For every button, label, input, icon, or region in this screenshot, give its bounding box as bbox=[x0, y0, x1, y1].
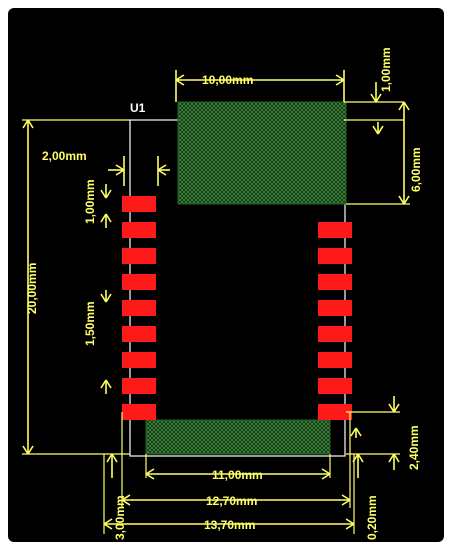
top-width-arrows bbox=[175, 74, 345, 86]
bottom-keepout-width-arrows bbox=[145, 468, 331, 480]
left-pad-6 bbox=[122, 326, 156, 342]
left-pad-2 bbox=[122, 222, 156, 238]
body-height-arrows bbox=[22, 119, 34, 455]
edge-offset-label: 2,00mm bbox=[42, 149, 87, 163]
pcb-footprint-view: U1 10,00mm 1,00mm 6,00mm 2,00mm bbox=[8, 8, 444, 542]
body-width-arrows bbox=[103, 518, 355, 530]
top-width-label: 10,00mm bbox=[202, 73, 253, 87]
keepout-top-marker-arrow bbox=[372, 125, 384, 135]
pitch-label: 1,50mm bbox=[83, 301, 97, 346]
top-offset-label: 1,00mm bbox=[379, 47, 393, 92]
left-pad-1 bbox=[122, 196, 156, 212]
pad-height-label: 1,00mm bbox=[83, 179, 97, 224]
right-pad-2 bbox=[318, 248, 352, 264]
bottom-margin-left-arrow bbox=[106, 453, 118, 463]
right-pad-5 bbox=[318, 326, 352, 342]
bottom-pad-arrows bbox=[388, 403, 400, 463]
left-pad-9 bbox=[122, 404, 156, 420]
right-pad-1 bbox=[318, 222, 352, 238]
bottom-margin-right-arrow bbox=[352, 453, 364, 463]
keepout-height-label: 6,00mm bbox=[409, 147, 423, 192]
right-pad-4 bbox=[318, 300, 352, 316]
left-pad-4 bbox=[122, 274, 156, 290]
pad-span-arrows bbox=[121, 494, 351, 506]
body-height-label: 20,00mm bbox=[25, 263, 39, 314]
right-pad-column bbox=[318, 222, 352, 420]
right-pad-3 bbox=[318, 274, 352, 290]
bottom-margin-left-label: 3,00mm bbox=[113, 495, 127, 540]
bottom-keepout-width-label: 11,00mm bbox=[212, 468, 263, 482]
bottom-margin-right-label: 0,20mm bbox=[365, 495, 379, 540]
pad-span-label: 12,70mm bbox=[206, 494, 257, 508]
left-pad-5 bbox=[122, 300, 156, 316]
body-width-label: 13,70mm bbox=[204, 518, 255, 532]
left-pad-column bbox=[122, 196, 156, 420]
left-pad-8 bbox=[122, 378, 156, 394]
footprint-drawing: U1 10,00mm 1,00mm 6,00mm 2,00mm bbox=[22, 47, 423, 540]
edge-offset-arrows bbox=[115, 164, 167, 176]
left-pad-3 bbox=[122, 248, 156, 264]
bottom-pad-offset-label: 2,40mm bbox=[407, 425, 421, 470]
left-pad-7 bbox=[122, 352, 156, 368]
right-pad-8 bbox=[318, 404, 352, 420]
keepout-height-arrows bbox=[398, 101, 410, 205]
right-pad-6 bbox=[318, 352, 352, 368]
top-offset-arrow-head bbox=[370, 93, 382, 103]
pad-height-arrows bbox=[100, 189, 112, 223]
keepout-corner-arrow bbox=[350, 427, 362, 437]
pitch-arrows bbox=[100, 293, 112, 389]
designator-label: U1 bbox=[130, 101, 146, 115]
right-pad-7 bbox=[318, 378, 352, 394]
top-keepout-area bbox=[177, 101, 347, 205]
bottom-keepout-area bbox=[145, 419, 331, 455]
